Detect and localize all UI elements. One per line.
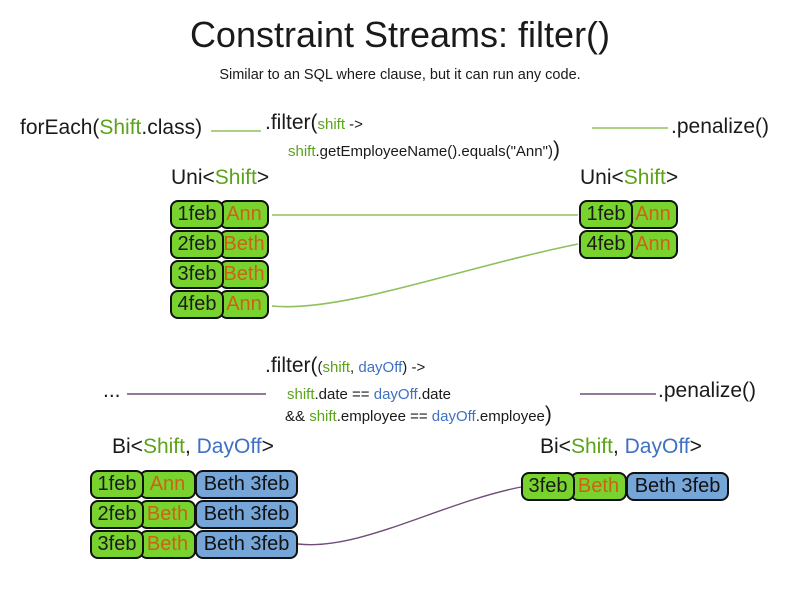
shift-employee-cell: Ann bbox=[139, 470, 196, 499]
shift-employee-cell: Ann bbox=[219, 290, 269, 319]
match-line-3feb-pair bbox=[297, 486, 522, 546]
shift-row: 4feb Ann bbox=[170, 290, 269, 319]
match-line-4feb bbox=[271, 243, 579, 308]
shift-row: 4feb Ann bbox=[579, 230, 678, 259]
bottom-right-bi-table: 3feb Beth Beth 3feb bbox=[521, 472, 729, 501]
slide-subtitle: Similar to an SQL where clause, but it c… bbox=[219, 67, 581, 83]
dayoff-pair-cell: Beth 3feb bbox=[195, 470, 298, 499]
slide-title: Constraint Streams: filter() bbox=[189, 14, 611, 55]
shift-date-cell: 3feb bbox=[521, 472, 575, 501]
dayoff-pair-cell: Beth 3feb bbox=[195, 530, 298, 559]
shift-date-cell: 1feb bbox=[579, 200, 633, 229]
bi-row: 1feb Ann Beth 3feb bbox=[90, 470, 298, 499]
top-penalize-code: .penalize() bbox=[671, 115, 770, 138]
top-left-shift-table: 1feb Ann 2feb Beth 3feb Beth 4feb Ann bbox=[170, 200, 269, 319]
shift-date-cell: 1feb bbox=[90, 470, 144, 499]
bi-shift-dayoff-label-right: Bi<Shift, DayOff> bbox=[540, 435, 702, 458]
top-right-shift-table: 1feb Ann 4feb Ann bbox=[579, 200, 678, 259]
shift-employee-cell: Beth bbox=[219, 230, 269, 259]
bi-row: 2feb Beth Beth 3feb bbox=[90, 500, 298, 529]
shift-employee-cell: Ann bbox=[219, 200, 269, 229]
shift-employee-cell: Beth bbox=[139, 500, 196, 529]
shift-employee-cell: Ann bbox=[628, 200, 678, 229]
bi-row: 3feb Beth Beth 3feb bbox=[90, 530, 298, 559]
bottom-filter-lambda-line2: shift.date == dayOff.date bbox=[287, 386, 452, 403]
foreach-code: forEach(Shift.class) bbox=[20, 116, 203, 139]
ellipsis-source-code: ... bbox=[103, 379, 121, 402]
bi-shift-dayoff-label-left: Bi<Shift, DayOff> bbox=[112, 435, 274, 458]
shift-employee-cell: Beth bbox=[570, 472, 627, 501]
uni-shift-label-right: Uni<Shift> bbox=[580, 166, 679, 189]
bottom-filter-lambda-line1: .filter((shift, dayOff) -> bbox=[265, 354, 426, 377]
dayoff-pair-cell: Beth 3feb bbox=[626, 472, 729, 501]
bottom-penalize-code: .penalize() bbox=[658, 379, 757, 402]
shift-row: 3feb Beth bbox=[170, 260, 269, 289]
shift-row: 1feb Ann bbox=[170, 200, 269, 229]
shift-date-cell: 2feb bbox=[170, 230, 224, 259]
shift-employee-cell: Beth bbox=[139, 530, 196, 559]
shift-row: 1feb Ann bbox=[579, 200, 678, 229]
shift-row: 2feb Beth bbox=[170, 230, 269, 259]
bottom-filter-lambda-line3: && shift.employee == dayOff.employee) bbox=[285, 403, 552, 426]
shift-employee-cell: Ann bbox=[628, 230, 678, 259]
shift-date-cell: 3feb bbox=[170, 260, 224, 289]
uni-shift-label-left: Uni<Shift> bbox=[171, 166, 270, 189]
top-filter-lambda-line2: shift.getEmployeeName().equals("Ann")) bbox=[288, 138, 560, 161]
shift-date-cell: 1feb bbox=[170, 200, 224, 229]
shift-date-cell: 2feb bbox=[90, 500, 144, 529]
shift-employee-cell: Beth bbox=[219, 260, 269, 289]
top-filter-lambda-line1: .filter(shift -> bbox=[265, 111, 363, 134]
shift-date-cell: 4feb bbox=[170, 290, 224, 319]
bi-row: 3feb Beth Beth 3feb bbox=[521, 472, 729, 501]
bottom-left-bi-table: 1feb Ann Beth 3feb 2feb Beth Beth 3feb 3… bbox=[90, 470, 298, 559]
dayoff-pair-cell: Beth 3feb bbox=[195, 500, 298, 529]
shift-date-cell: 4feb bbox=[579, 230, 633, 259]
shift-date-cell: 3feb bbox=[90, 530, 144, 559]
